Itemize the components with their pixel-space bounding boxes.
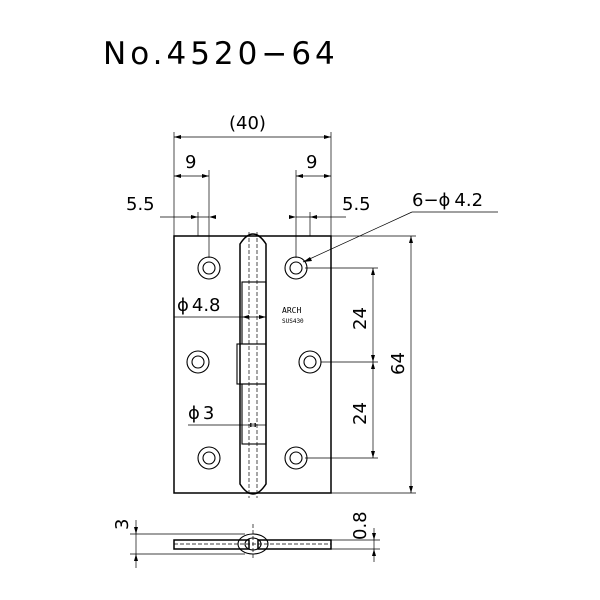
- edge-distance-dimension-right: 5.5: [289, 194, 371, 236]
- svg-text:24: 24: [350, 402, 371, 425]
- screw-hole: [186, 350, 210, 374]
- svg-text:9: 9: [185, 152, 196, 173]
- screw-hole: [298, 350, 322, 374]
- hole-pitch-dimension: 24 24: [305, 267, 378, 459]
- svg-text:0.8: 0.8: [350, 511, 371, 540]
- svg-text:5.5: 5.5: [126, 194, 155, 215]
- screw-hole: [197, 446, 221, 470]
- edge-distance-dimension-left: 5.5: [126, 194, 216, 236]
- screw-hole: [284, 446, 308, 470]
- svg-text:(40): (40): [229, 113, 266, 134]
- overall-width-dimension: (40): [173, 113, 332, 236]
- screw-hole: [284, 256, 308, 280]
- plate-thickness-dimension: 0.8: [331, 511, 380, 562]
- material-marking: SUS430: [282, 318, 304, 325]
- svg-text:6−ϕ4.2: 6−ϕ4.2: [412, 190, 483, 211]
- hinge-plate-outline: [173, 235, 332, 494]
- svg-text:ϕ4.8: ϕ4.8: [177, 295, 221, 316]
- svg-text:3: 3: [112, 519, 133, 530]
- svg-text:9: 9: [306, 152, 317, 173]
- hinge-knuckle: [236, 232, 267, 498]
- side-view: [173, 524, 332, 560]
- svg-text:24: 24: [350, 307, 371, 330]
- brand-marking: ARCH: [282, 306, 301, 315]
- hole-offset-dimension-left: 9: [174, 152, 210, 258]
- screw-hole: [197, 256, 221, 280]
- height-dimension: 64: [331, 235, 416, 494]
- hole-offset-dimension-right: 9: [295, 152, 331, 258]
- part-number-title: No.4520−64: [103, 36, 339, 72]
- thickness-dimension: 3: [112, 519, 245, 568]
- svg-text:5.5: 5.5: [342, 194, 371, 215]
- svg-text:64: 64: [388, 352, 409, 375]
- svg-text:ϕ3: ϕ3: [188, 403, 214, 424]
